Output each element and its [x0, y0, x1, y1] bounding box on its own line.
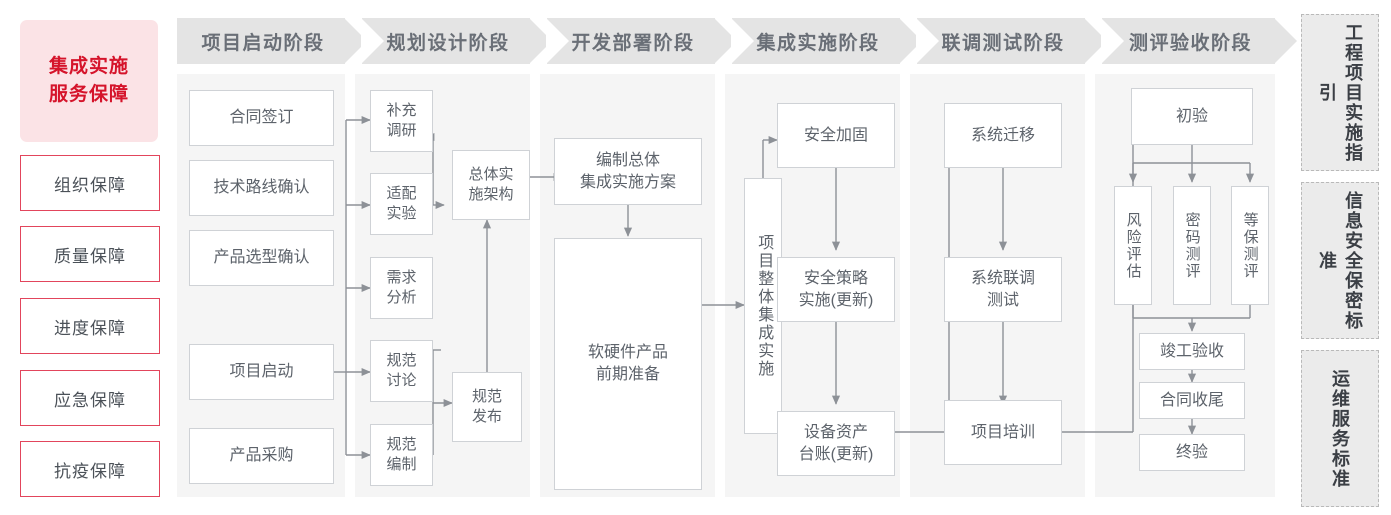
stage-header-4[interactable]: 集成实施阶段	[731, 18, 922, 64]
node-project-kickoff[interactable]: 项目启动	[189, 344, 334, 400]
rail-om-service-standard[interactable]: 运维服务标准	[1301, 350, 1379, 507]
node-supplementary-research[interactable]: 补充 调研	[370, 90, 433, 152]
guarantee-label: 质量保障	[54, 246, 126, 266]
lead-title-line2: 服务保障	[48, 84, 129, 105]
node-label: 总体实 施架构	[468, 165, 514, 203]
node-label: 终验	[1175, 443, 1208, 461]
node-product-selection-confirm[interactable]: 产品选型确认	[189, 230, 334, 286]
node-label: 产品选型确认	[213, 249, 310, 267]
node-security-policy-implementation[interactable]: 安全策略 实施(更新)	[777, 257, 895, 322]
node-system-joint-debug-test[interactable]: 系统联调 测试	[944, 257, 1062, 322]
node-label: 系统迁移	[970, 126, 1035, 144]
node-label: 技术路线确认	[213, 179, 310, 197]
node-label: 项目整体集成实施	[755, 234, 773, 378]
node-final-acceptance[interactable]: 终验	[1139, 434, 1245, 471]
stage-header-1[interactable]: 项目启动阶段	[177, 18, 367, 64]
node-label: 密码测评	[1183, 211, 1201, 280]
node-security-hardening[interactable]: 安全加固	[777, 103, 895, 168]
node-completion-acceptance[interactable]: 竣工验收	[1139, 333, 1245, 370]
node-adaptation-experiment[interactable]: 适配 实验	[370, 173, 433, 235]
node-label: 项目启动	[229, 363, 294, 381]
guarantee-item-quality[interactable]: 质量保障	[20, 226, 160, 282]
guarantee-label: 应急保障	[54, 390, 126, 410]
guarantee-label: 抗疫保障	[54, 461, 126, 481]
node-label: 项目培训	[970, 423, 1035, 441]
node-tech-route-confirm[interactable]: 技术路线确认	[189, 160, 334, 216]
node-spec-discussion[interactable]: 规范 讨论	[370, 340, 433, 402]
node-label: 规范 编制	[386, 435, 417, 473]
node-label: 设备资产 台账(更新)	[798, 423, 874, 463]
node-label: 需求 分析	[386, 268, 417, 306]
node-label: 合同收尾	[1159, 391, 1224, 409]
node-system-migration[interactable]: 系统迁移	[944, 103, 1062, 168]
node-label: 风险评估	[1124, 211, 1142, 280]
guarantee-label: 组织保障	[54, 175, 126, 195]
rail-infosec-standard[interactable]: 信息安全保密标准	[1301, 182, 1379, 339]
node-label: 系统联调 测试	[970, 269, 1035, 309]
rail-label: 运维服务标准	[1330, 368, 1351, 489]
node-risk-assessment[interactable]: 风险评估	[1114, 186, 1152, 305]
rail-label: 工程项目实施指引	[1317, 22, 1364, 163]
node-overall-project-integration[interactable]: 项目整体集成实施	[744, 178, 782, 434]
node-label: 规范 发布	[471, 387, 502, 425]
node-label: 适配 实验	[386, 184, 417, 222]
node-requirement-analysis[interactable]: 需求 分析	[370, 257, 433, 319]
node-preliminary-acceptance[interactable]: 初验	[1131, 88, 1253, 145]
guarantee-item-organization[interactable]: 组织保障	[20, 155, 160, 211]
guarantee-item-epidemic[interactable]: 抗疫保障	[20, 441, 160, 497]
stage-header-5[interactable]: 联调测试阶段	[916, 18, 1107, 64]
node-label: 产品采购	[229, 447, 294, 465]
lead-title-box: 集成实施 服务保障	[20, 20, 158, 142]
node-cryptography-evaluation[interactable]: 密码测评	[1173, 186, 1211, 305]
node-overall-implementation-architecture[interactable]: 总体实 施架构	[452, 150, 530, 220]
node-contract-signing[interactable]: 合同签订	[189, 90, 334, 146]
stage-title: 联调测试阶段	[941, 32, 1065, 54]
stage-header-2[interactable]: 规划设计阶段	[361, 18, 552, 64]
node-label: 竣工验收	[1159, 342, 1224, 360]
node-label: 安全策略 实施(更新)	[798, 269, 874, 309]
stage-title: 规划设计阶段	[386, 32, 510, 54]
node-asset-ledger-update[interactable]: 设备资产 台账(更新)	[777, 411, 895, 476]
node-label: 合同签订	[229, 109, 294, 127]
guarantee-item-schedule[interactable]: 进度保障	[20, 298, 160, 354]
node-overall-integration-plan[interactable]: 编制总体 集成实施方案	[554, 138, 702, 205]
node-label: 等保测评	[1241, 211, 1259, 280]
node-hw-sw-preparation[interactable]: 软硬件产品 前期准备	[554, 238, 702, 490]
node-label: 软硬件产品 前期准备	[587, 344, 668, 383]
stage-title: 集成实施阶段	[756, 32, 880, 54]
stage-title: 开发部署阶段	[571, 32, 695, 54]
lead-title-line1: 集成实施	[48, 56, 129, 78]
node-mlps-evaluation[interactable]: 等保测评	[1231, 186, 1269, 305]
stage-header-3[interactable]: 开发部署阶段	[546, 18, 737, 64]
node-spec-release[interactable]: 规范 发布	[452, 372, 522, 442]
node-label: 初验	[1175, 107, 1208, 125]
node-project-training[interactable]: 项目培训	[944, 400, 1062, 465]
node-product-procurement[interactable]: 产品采购	[189, 428, 334, 484]
guarantee-label: 进度保障	[54, 318, 126, 338]
node-label: 规范 讨论	[386, 351, 417, 389]
guarantee-item-emergency[interactable]: 应急保障	[20, 370, 160, 426]
stage-title: 项目启动阶段	[201, 32, 325, 54]
node-label: 安全加固	[803, 126, 868, 144]
stage-header-6[interactable]: 测评验收阶段	[1101, 18, 1297, 64]
rail-label: 信息安全保密标准	[1317, 190, 1364, 331]
node-label: 编制总体 集成实施方案	[579, 151, 676, 191]
stage-title: 测评验收阶段	[1128, 32, 1252, 54]
rail-engineering-project-guide[interactable]: 工程项目实施指引	[1301, 14, 1379, 171]
node-contract-closeout[interactable]: 合同收尾	[1139, 382, 1245, 419]
node-spec-drafting[interactable]: 规范 编制	[370, 424, 433, 486]
node-label: 补充 调研	[386, 101, 417, 139]
